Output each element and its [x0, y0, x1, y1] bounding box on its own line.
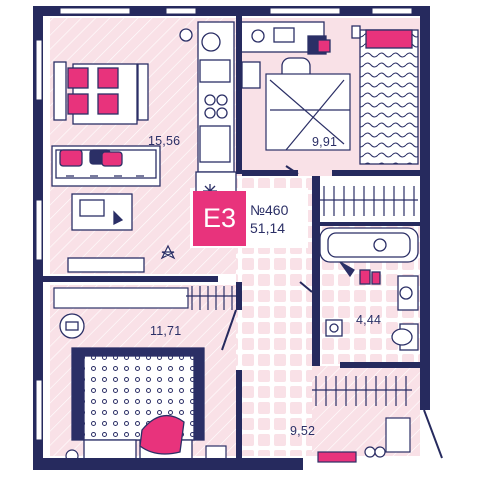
sofa: [51, 145, 161, 187]
apartment-badge: E3 №460 51,14: [193, 191, 305, 246]
plant: [160, 244, 176, 260]
hallway-area-label: 9,52: [290, 424, 316, 438]
bathtub: [319, 227, 419, 285]
bedroom-bottom-area-label: 11,71: [150, 324, 182, 338]
tv-stand: [67, 257, 145, 273]
armchair-bottom: [59, 313, 85, 339]
dining-table: [53, 61, 149, 125]
toilet: [325, 319, 419, 351]
wardrobe-floor: [320, 176, 420, 222]
apartment-code: E3: [193, 191, 246, 246]
bedroom-top-area-label: 9,91: [312, 135, 338, 149]
kitchen-counter: [179, 21, 237, 213]
doors: [221, 165, 443, 459]
rug-top: [265, 73, 351, 151]
total-area: 51,14: [250, 220, 286, 236]
wardrobe-right: [320, 186, 418, 216]
desk: [239, 21, 331, 89]
wardrobe-bottom: [53, 286, 236, 310]
bathroom-area-label: 4,44: [356, 313, 382, 327]
hallway-items: [317, 417, 411, 463]
kitchen-living-area-label: 15,56: [148, 134, 181, 148]
sink: [397, 275, 419, 311]
windows: [35, 7, 413, 441]
coffee-table: [71, 193, 133, 231]
apartment-number: №460: [250, 202, 289, 218]
bed-top: [351, 25, 419, 165]
hallway-wardrobe: [312, 376, 412, 406]
